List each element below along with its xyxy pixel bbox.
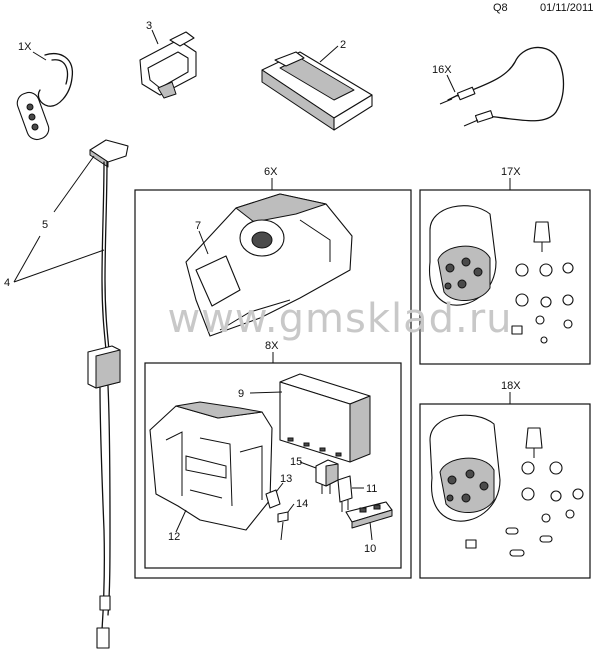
part-18-bulbs: [465, 427, 584, 557]
part-18-bulb-case: [429, 414, 501, 522]
callout-16x: 16X: [432, 64, 452, 76]
leader-16x: [446, 74, 456, 93]
page-code: Q8: [493, 2, 508, 14]
part-2-cradle: [261, 45, 373, 131]
part-12-holder-frame: [149, 401, 273, 533]
part-1-remote-control: [16, 51, 73, 141]
callout-8x: 8X: [265, 340, 279, 352]
callout-9: 9: [238, 388, 244, 400]
callout-17x: 17X: [501, 166, 521, 178]
callout-6x: 6X: [264, 166, 278, 178]
revision-date: 01/11/2011: [540, 2, 594, 14]
part-13-clip: [265, 482, 284, 509]
part-4-5-antenna-harness: [13, 139, 129, 649]
watermark: www.gmsklad.ru: [167, 296, 512, 342]
leader-1x: [32, 51, 47, 61]
part-16-audio-cable: [439, 46, 565, 127]
leader-4b: [13, 235, 41, 283]
leader-4a: [13, 249, 105, 283]
leader-14: [287, 503, 295, 513]
callout-11: 11: [366, 483, 377, 495]
part-9-control-module: [249, 373, 371, 463]
leader-5: [53, 155, 95, 213]
callout-18x: 18X: [501, 380, 521, 392]
part-10-fuse-holder: [345, 501, 393, 541]
kit-18x-box: [419, 403, 591, 579]
callout-13: 13: [280, 473, 292, 485]
part-14-screw: [277, 503, 295, 541]
callout-7: 7: [195, 220, 201, 232]
callout-4: 4: [4, 277, 10, 289]
callout-12: 12: [168, 531, 180, 543]
part-7-mounting-bracket: [185, 193, 353, 337]
kit-17x-box: [419, 189, 591, 365]
leader-10: [369, 521, 373, 541]
leader-12: [175, 509, 187, 533]
part-17-bulb-case: [428, 205, 497, 306]
callout-5: 5: [42, 219, 48, 231]
part-3-phone-holder: [139, 29, 197, 99]
kit-6x-box: [134, 189, 412, 579]
callout-10: 10: [364, 543, 376, 555]
callout-2: 2: [340, 39, 346, 51]
callout-15: 15: [290, 456, 302, 468]
leader-15: [299, 461, 317, 469]
callout-1x: 1X: [18, 41, 32, 53]
part-11-fuse: [337, 475, 364, 512]
leader-2: [319, 45, 339, 63]
leader-3: [151, 29, 159, 45]
callout-3: 3: [146, 20, 152, 32]
leader-9: [249, 391, 283, 394]
leader-13: [275, 482, 284, 493]
leader-7: [198, 230, 209, 255]
part-15-relay: [299, 459, 339, 494]
callout-14: 14: [296, 498, 308, 510]
part-17-bulbs: [511, 221, 574, 344]
